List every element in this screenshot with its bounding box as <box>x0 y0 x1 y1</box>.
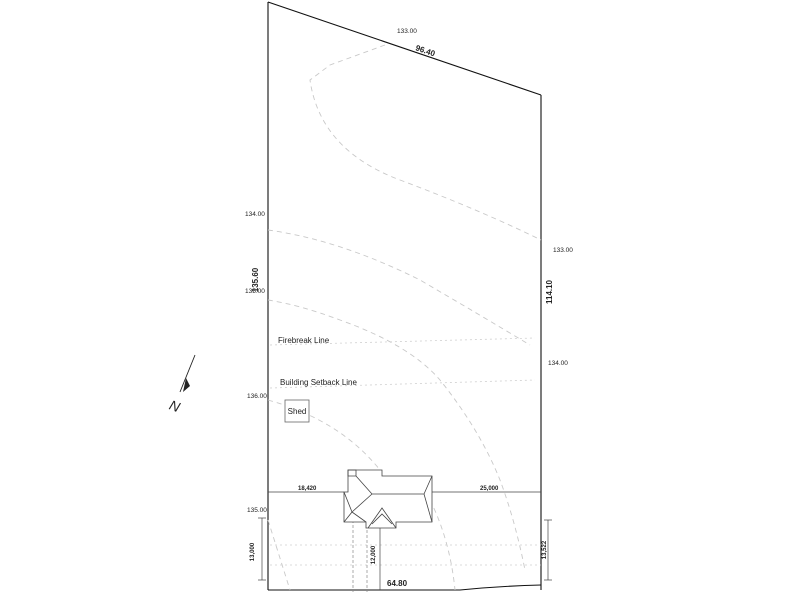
contour-label-134-left: 134.00 <box>245 211 265 218</box>
dim-front-setback-left: 13,000 <box>250 542 256 561</box>
contour-lines <box>267 44 542 591</box>
north-label: N <box>167 397 183 416</box>
firebreak-label: Firebreak Line <box>278 336 330 345</box>
contour-label-133-right: 133.00 <box>553 247 573 254</box>
contour-label-134-right: 134.00 <box>548 360 568 367</box>
dimension-lines <box>258 491 552 590</box>
contour-label-135-bottom: 135.00 <box>247 507 267 514</box>
boundary-length-right: 114.10 <box>545 279 554 304</box>
boundary-length-left: 135.60 <box>251 267 260 292</box>
house-roof-plan <box>343 469 433 529</box>
contour-label-133-top: 133.00 <box>397 28 417 35</box>
setback-label: Building Setback Line <box>280 378 357 387</box>
dim-driveway-offset: 12,000 <box>371 545 377 564</box>
shed: Shed <box>284 399 310 423</box>
shed-label: Shed <box>288 407 307 416</box>
dim-house-right: 25,000 <box>480 486 499 492</box>
boundary-length-bottom: 64.80 <box>387 579 408 588</box>
north-arrow-icon: N <box>167 354 196 416</box>
firebreak-line <box>269 337 541 566</box>
driveway <box>352 520 368 592</box>
dim-front-setback-right: 13,522 <box>542 540 548 559</box>
contour-label-136-left: 136.00 <box>247 393 267 400</box>
contour-label-135-left: 135.00 <box>245 288 265 295</box>
boundary-length-top: 96.40 <box>414 43 436 58</box>
dim-house-left: 18,420 <box>298 486 317 492</box>
